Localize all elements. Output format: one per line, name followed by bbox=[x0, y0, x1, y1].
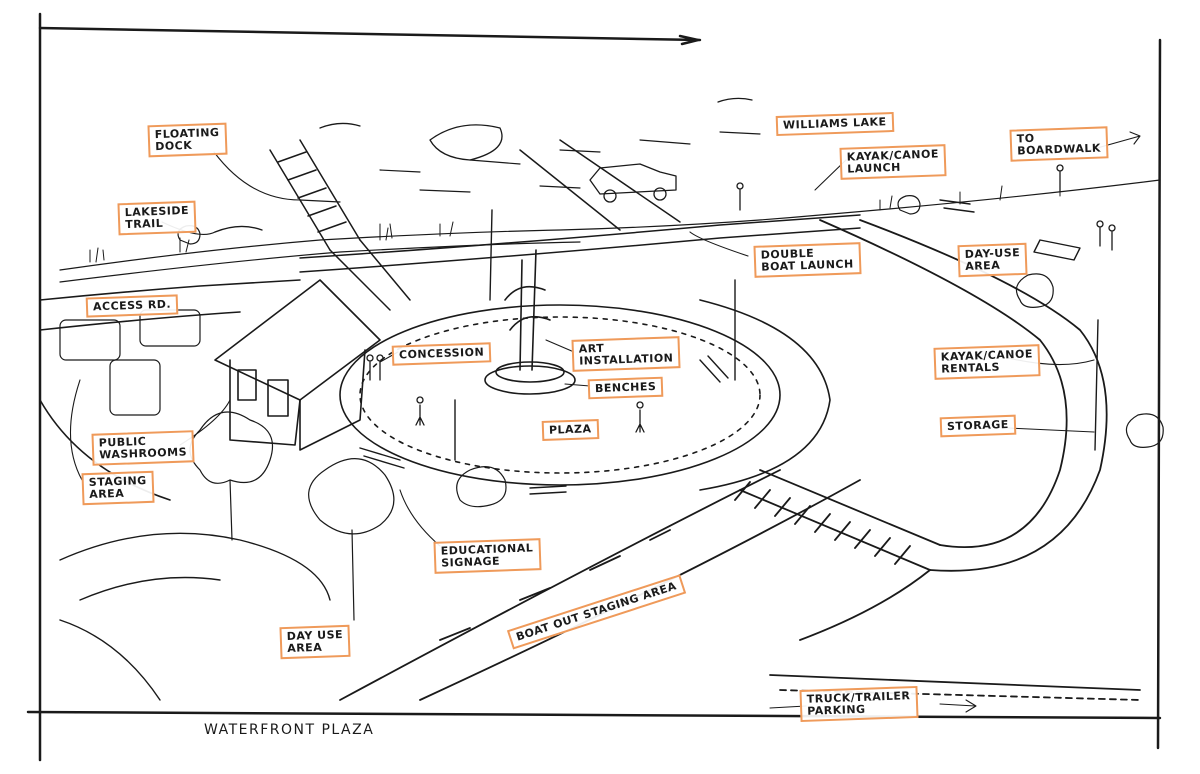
art-installation bbox=[484, 249, 576, 395]
shore-reeds bbox=[89, 183, 1061, 263]
label-art-installation: ART INSTALLATION bbox=[571, 336, 681, 372]
label-kayak-canoe-launch: KAYAK/CANOE LAUNCH bbox=[839, 144, 947, 180]
drawing-title: WATERFRONT PLAZA bbox=[204, 722, 375, 738]
lake-shoreline bbox=[59, 131, 1161, 283]
label-double-boat-launch: DOUBLE BOAT LAUNCH bbox=[753, 242, 862, 278]
sketch-frame bbox=[26, 12, 1162, 762]
boat-launch-ramp bbox=[299, 139, 861, 273]
light-posts bbox=[454, 209, 1099, 461]
people bbox=[366, 164, 1116, 433]
boats-and-vehicles bbox=[214, 97, 753, 233]
concession-building bbox=[214, 279, 381, 451]
label-concession: CONCESSION bbox=[391, 342, 492, 366]
label-kayak-canoe-rentals: KAYAK/CANOE RENTALS bbox=[933, 344, 1041, 380]
label-floating-dock: FLOATING DOCK bbox=[147, 122, 228, 158]
label-educational-signage: EDUCATIONAL SIGNAGE bbox=[433, 538, 542, 574]
plaza-oval bbox=[339, 299, 831, 491]
curved-road bbox=[769, 219, 1141, 701]
label-truck-trailer-parking: TRUCK/TRAILER PARKING bbox=[799, 685, 919, 723]
floating-dock bbox=[269, 139, 411, 311]
main-road bbox=[339, 469, 941, 701]
label-williams-lake: WILLIAMS LAKE bbox=[775, 111, 894, 137]
label-benches: BENCHES bbox=[587, 376, 664, 400]
label-plaza: PLAZA bbox=[541, 419, 599, 441]
label-public-washrooms: PUBLIC WASHROOMS bbox=[91, 430, 195, 466]
label-lakeside-trail: LAKESIDE TRAIL bbox=[117, 200, 197, 236]
label-day-use-area-top: DAY-USE AREA bbox=[957, 242, 1028, 278]
lower-path bbox=[59, 532, 331, 701]
trees bbox=[177, 195, 1164, 621]
label-staging-area: STAGING AREA bbox=[81, 470, 155, 506]
label-storage: STORAGE bbox=[939, 414, 1017, 438]
label-access-rd: ACCESS RD. bbox=[85, 294, 179, 318]
label-to-boardwalk: TO BOARDWALK bbox=[1009, 126, 1109, 162]
benches bbox=[359, 199, 1081, 495]
label-day-use-area-bottom: DAY USE AREA bbox=[279, 624, 351, 660]
